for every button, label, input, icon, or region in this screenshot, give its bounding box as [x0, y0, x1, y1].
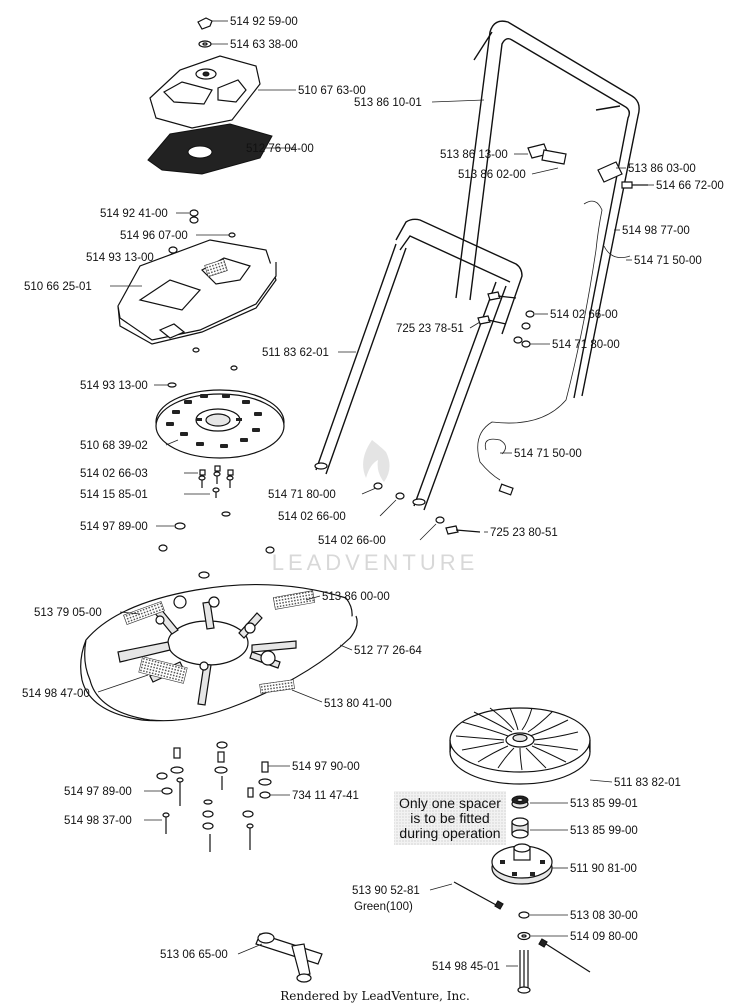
note-line-3: during operation	[399, 825, 500, 841]
part-label: 514 93 13-00	[80, 380, 148, 392]
hood-deck	[80, 583, 358, 722]
part-label: 510 67 63-00	[298, 85, 366, 97]
part-label: 514 98 77-00	[622, 225, 690, 237]
part-label: 514 09 80-00	[570, 931, 638, 943]
part-label: 514 96 07-00	[120, 230, 188, 242]
part-label: 513 86 10-01	[354, 97, 422, 109]
part-label: 513 86 03-00	[628, 163, 696, 175]
part-label: 514 71 80-00	[268, 489, 336, 501]
part-label: 513 80 41-00	[324, 698, 392, 710]
handle-assembly	[314, 20, 654, 541]
part-label: 512 76 04-00	[246, 143, 314, 155]
part-label: 510 66 25-01	[24, 281, 92, 293]
part-label: 511 83 82-01	[614, 777, 681, 789]
fan-assembly	[429, 707, 613, 994]
note-line-1: Only one spacer	[399, 795, 501, 811]
footer-credit: Rendered by LeadVenture, Inc.	[280, 989, 470, 1003]
part-label: 513 86 02-00	[458, 169, 526, 181]
part-label: 725 23 78-51	[396, 323, 464, 335]
part-label: 511 83 62-01	[262, 347, 329, 359]
part-label: 725 23 80-51	[490, 527, 558, 539]
part-label: 511 90 81-00	[570, 863, 637, 875]
part-label: 513 86 00-00	[322, 591, 390, 603]
part-label: 513 85 99-00	[570, 825, 638, 837]
part-label: 513 08 30-00	[570, 910, 638, 922]
watermark-text: LEADVENTURE	[272, 550, 479, 575]
note-line-2: is to be fitted	[410, 810, 489, 826]
part-label: 514 98 47-00	[22, 688, 90, 700]
part-label: 514 66 72-00	[656, 180, 724, 192]
part-label: 514 97 89-00	[64, 786, 132, 798]
spanner-tool	[237, 932, 323, 983]
part-label: 513 06 65-00	[160, 949, 228, 961]
part-label: Green(100)	[354, 901, 413, 913]
part-label: 513 85 99-01	[570, 798, 638, 810]
part-label: 514 92 59-00	[230, 16, 298, 28]
part-label: 514 02 66-00	[278, 511, 346, 523]
part-label: 514 93 13-00	[86, 252, 154, 264]
part-label: 514 97 90-00	[292, 761, 360, 773]
part-label: 514 02 66-00	[318, 535, 386, 547]
part-label: 514 15 85-01	[80, 489, 148, 501]
part-label: 514 71 50-00	[514, 448, 582, 460]
part-label: 514 98 37-00	[64, 815, 132, 827]
part-label: 514 97 89-00	[80, 521, 148, 533]
part-label: 514 71 50-00	[634, 255, 702, 267]
part-label: 514 02 66-03	[80, 468, 148, 480]
part-labels: 514 92 59-00 514 63 38-00 510 67 63-00 5…	[22, 16, 724, 973]
part-label: 513 79 05-00	[34, 607, 102, 619]
spacer-note: Only one spacer is to be fitted during o…	[394, 791, 506, 845]
hood-hardware	[144, 741, 290, 852]
part-label: 513 86 13-00	[440, 149, 508, 161]
part-label: 514 92 41-00	[100, 208, 168, 220]
part-label: 514 02 66-00	[550, 309, 618, 321]
part-label: 514 71 80-00	[552, 339, 620, 351]
watermark: LEADVENTURE	[272, 440, 479, 575]
cover-parts	[110, 17, 296, 388]
part-label: 512 77 26-64	[354, 645, 422, 657]
part-label: 514 98 45-01	[432, 961, 500, 973]
part-label: 514 63 38-00	[230, 39, 298, 51]
part-label: 510 68 39-02	[80, 440, 148, 452]
motor-mount-plate	[155, 389, 285, 579]
part-label: 513 90 52-81	[352, 885, 420, 897]
part-label: 734 11 47-41	[292, 790, 359, 802]
